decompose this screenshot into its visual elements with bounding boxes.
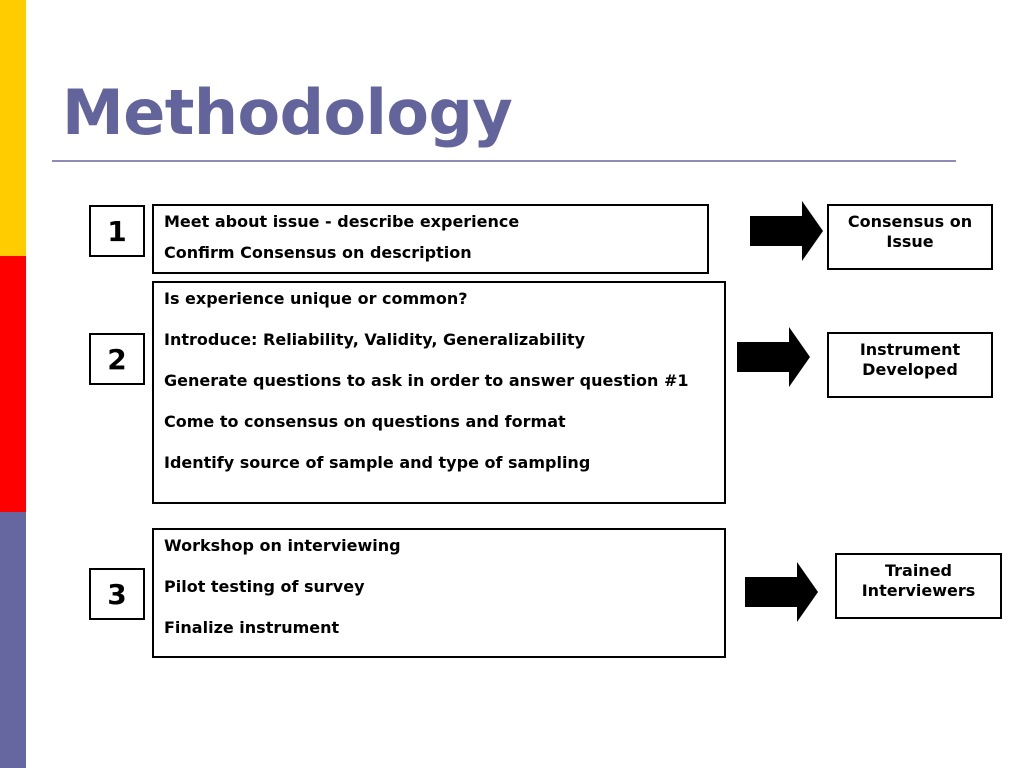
accent-band-middle [0,256,26,512]
step-1-outcome-box: Consensus on Issue [827,204,993,270]
step-3-number: 3 [107,577,127,611]
title-divider [52,160,956,162]
step-2-outcome-line: Instrument [859,340,961,359]
step-1-tasks-box: Meet about issue - describe experience C… [152,204,709,274]
step-3-outcome-line: Trained [884,561,952,580]
step-1-task: Confirm Consensus on description [164,243,472,262]
step-1-task: Meet about issue - describe experience [164,212,520,231]
step-1-outcome-line: Issue [886,232,934,251]
step-3-task: Workshop on interviewing [164,536,401,555]
step-2-number: 2 [107,342,127,376]
step-2-outcome-box: Instrument Developed [827,332,993,398]
slide-title: Methodology [62,76,513,149]
step-1-arrow-icon [750,201,823,261]
step-1-outcome-line: Consensus on [847,212,973,231]
step-2-tasks-box: Is experience unique or common? Introduc… [152,281,726,504]
step-3-tasks-box: Workshop on interviewing Pilot testing o… [152,528,726,658]
accent-band-top [0,0,26,256]
step-3-outcome-line: Interviewers [861,581,976,600]
accent-band-bottom [0,512,26,768]
step-3-outcome-box: Trained Interviewers [835,553,1002,619]
step-3-task: Finalize instrument [164,618,340,637]
step-3-arrow-icon [745,562,818,622]
step-1-number: 1 [107,214,127,248]
step-2-task: Identify source of sample and type of sa… [164,453,591,472]
step-2-arrow-icon [737,327,810,387]
step-2-task: Come to consensus on questions and forma… [164,412,566,431]
step-3-task: Pilot testing of survey [164,577,365,596]
step-2-task: Introduce: Reliability, Validity, Genera… [164,330,586,349]
step-1-number-box: 1 [89,205,145,257]
step-2-number-box: 2 [89,333,145,385]
step-2-task: Is experience unique or common? [164,289,468,308]
step-2-outcome-line: Developed [862,360,958,379]
step-2-task: Generate questions to ask in order to an… [164,371,689,390]
step-3-number-box: 3 [89,568,145,620]
